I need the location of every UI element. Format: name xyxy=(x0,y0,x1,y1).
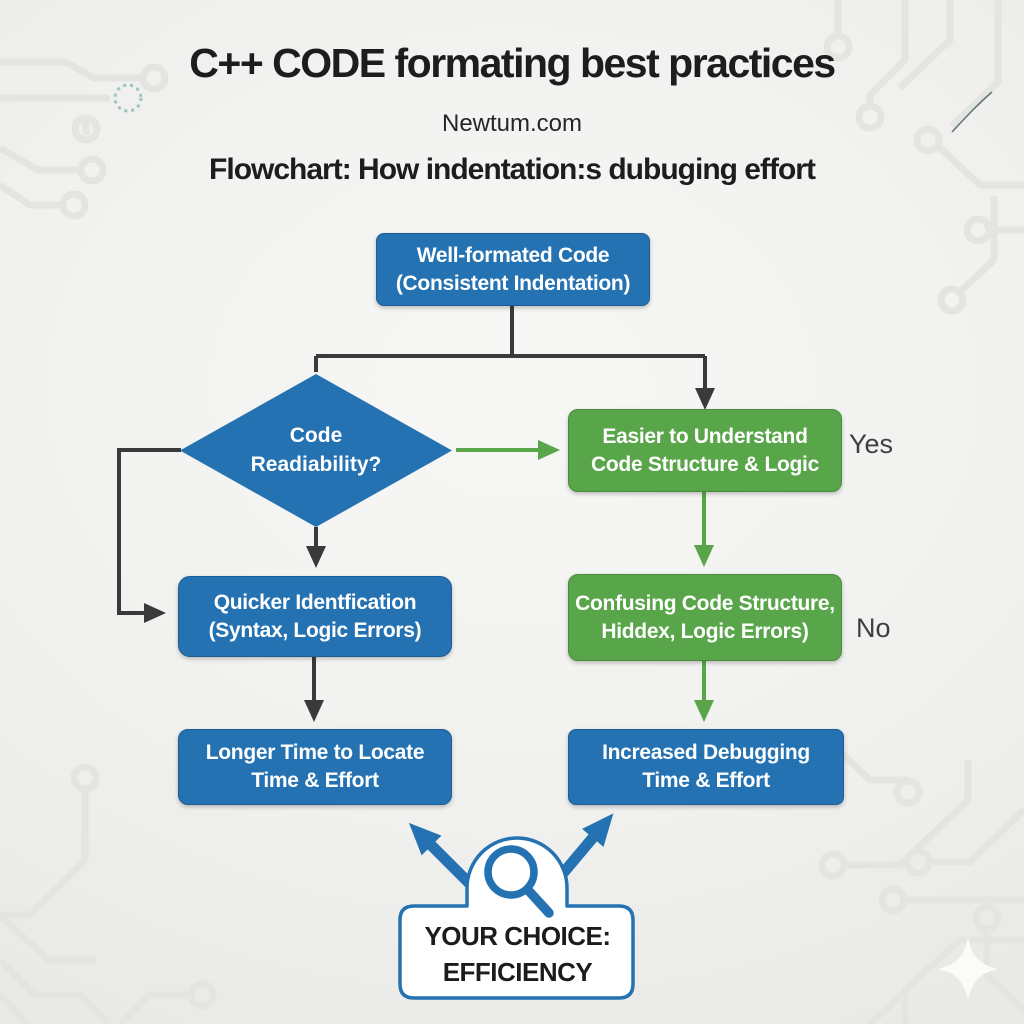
node-text-line: Code xyxy=(289,424,343,448)
green-connectors xyxy=(456,440,714,722)
node-text-line: Increased Debugging xyxy=(602,741,810,765)
choice-badge-text: YOUR CHOICE: EFFICIENCY xyxy=(402,919,633,991)
node-well-formatted-code: Well-formated Code (Consistent Indentati… xyxy=(376,233,650,306)
site-name: Newtum.com xyxy=(441,110,583,137)
subtitle: Flowchart: How indentation:s dubuging ef… xyxy=(209,153,816,186)
choice-text-line: YOUR CHOICE: xyxy=(424,921,611,951)
dark-connectors xyxy=(117,305,715,722)
choice-badge-outline xyxy=(398,836,635,1000)
dotted-pad-decor xyxy=(113,83,143,113)
magnifier-icon xyxy=(484,845,554,918)
node-text-line: Easier to Understand xyxy=(602,424,808,448)
node-text-line: Time & Effort xyxy=(251,769,379,792)
node-text-line: Confusing Code Structure, xyxy=(575,591,835,615)
sparkle-decor xyxy=(938,938,998,1000)
yes-branch-label: Yes xyxy=(849,429,894,459)
node-text-line: Time & Effort xyxy=(642,769,770,792)
node-easier-to-understand: Easier to Understand Code Structure & Lo… xyxy=(568,409,842,492)
node-longer-time-to-locate: Longer Time to Locate Time & Effort xyxy=(178,729,452,805)
node-text-line: Hiddex, Logic Errors) xyxy=(601,619,809,643)
node-text-line: (Syntax, Logic Errors) xyxy=(208,618,422,642)
scratch-artifact xyxy=(951,91,993,133)
connector-loop-to-quicker xyxy=(117,448,181,623)
node-text-line: Well-formated Code xyxy=(416,243,610,267)
node-text-line: Quicker Identfication xyxy=(213,590,417,614)
node-text-line: (Consistent Indentation) xyxy=(395,271,631,295)
choice-text-line: EFFICIENCY xyxy=(442,956,593,987)
choice-arrow-left xyxy=(408,822,476,890)
node-confusing-code-structure: Confusing Code Structure, Hiddex, Logic … xyxy=(568,574,842,661)
connector-start-split xyxy=(314,305,705,372)
no-branch-label: No xyxy=(856,613,891,643)
node-text-line: Code Structure & Logic xyxy=(591,452,819,476)
page-title: C++ CODE formating best practices xyxy=(189,40,836,86)
node-increased-debugging: Increased Debugging Time & Effort xyxy=(568,729,844,805)
node-text-line: Longer Time to Locate xyxy=(205,741,425,765)
node-text-line: Readiability? xyxy=(250,452,382,476)
node-quicker-identification: Quicker Identfication (Syntax, Logic Err… xyxy=(178,576,452,657)
